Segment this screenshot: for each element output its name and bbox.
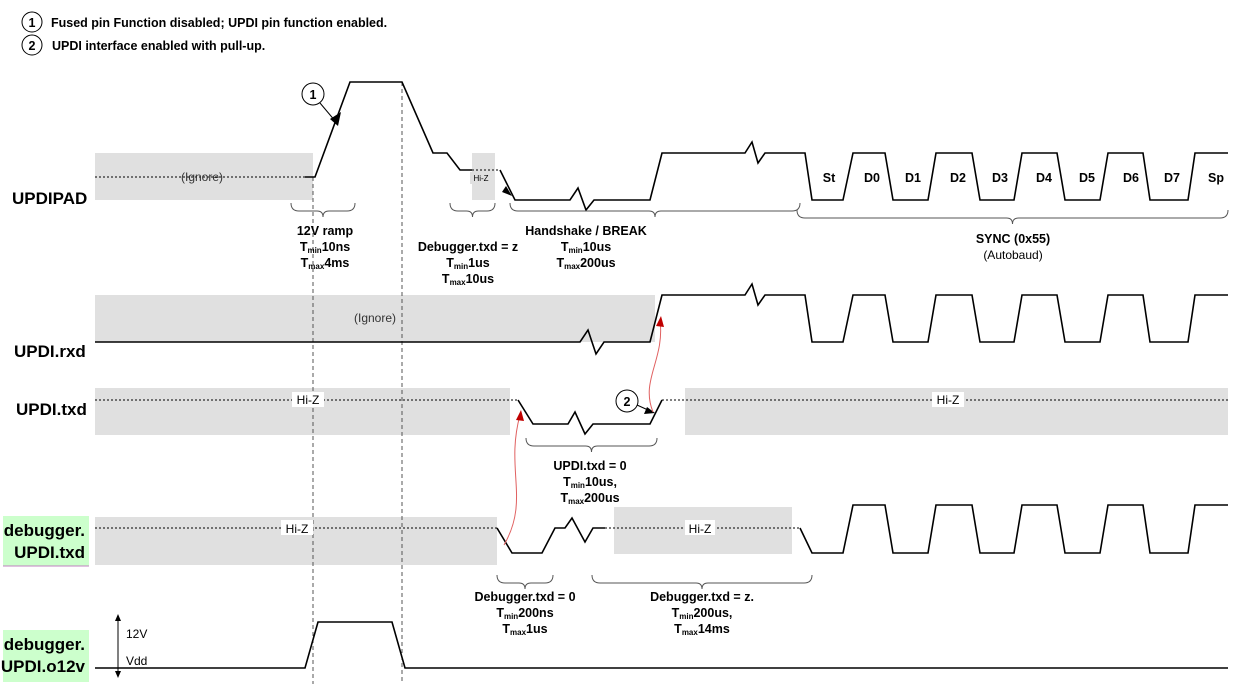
annotation-tmin: Tmin10us	[561, 240, 611, 255]
arrow-head-icon	[644, 407, 655, 414]
signal-label-rxd: UPDI.rxd	[14, 342, 86, 361]
annotation-tmax: Tmax1us	[502, 622, 547, 637]
causality-arrow-1	[503, 414, 521, 546]
annotation-title: Debugger.txd = z	[418, 240, 518, 254]
annotation-tmin: Tmin200us,	[672, 606, 733, 621]
callout-number: 1	[310, 88, 317, 102]
sync-bit-label: St	[823, 171, 836, 185]
arrow-head-icon	[330, 112, 341, 126]
label-line: UPDI.txd	[14, 543, 85, 562]
dbg-txd-waveform	[496, 516, 605, 554]
signal-label-debugger-txd: debugger. UPDI.txd	[3, 516, 89, 567]
brace	[509, 202, 801, 218]
sync-bit-label: D1	[905, 171, 921, 185]
annotation-dbg_z2: Debugger.txd = z. Tmin200us,Tmax14ms	[650, 590, 754, 637]
label-line: UPDI.o12v	[1, 657, 86, 676]
ignore-label: (Ignore)	[181, 170, 223, 184]
arrow-head-icon	[502, 186, 512, 196]
sync-bit-label: D0	[864, 171, 880, 185]
sync-bit-label: D2	[950, 171, 966, 185]
callout-1-icon	[21, 11, 43, 33]
legend-item-1: 1 Fused pin Function disabled; UPDI pin …	[21, 11, 387, 33]
hiz-label: Hi-Z	[297, 393, 320, 407]
rxd-waveform	[95, 282, 1228, 356]
hiz-label: Hi-Z	[473, 174, 488, 183]
braces	[290, 202, 1229, 590]
signal-label-updipad: UPDIPAD	[12, 189, 87, 208]
hiz-label: Hi-Z	[689, 522, 712, 536]
annotation-subtitle: (Autobaud)	[983, 248, 1042, 262]
arrow-head-icon	[516, 410, 524, 421]
sync-bit-label: D7	[1164, 171, 1180, 185]
o12v-waveform	[95, 621, 1228, 669]
annotation-tmin: Tmin200ns	[496, 606, 553, 621]
signal-label-txd: UPDI.txd	[16, 400, 87, 419]
sync-bit-label: D3	[992, 171, 1008, 185]
legend-text: Fused pin Function disabled; UPDI pin fu…	[51, 16, 387, 30]
annotation-title: SYNC (0x55)	[976, 232, 1050, 246]
annotation-title: Debugger.txd = z.	[650, 590, 754, 604]
updipad-waveform-12v	[305, 81, 472, 178]
level-12v: 12V	[126, 627, 147, 641]
legend-text: UPDI interface enabled with pull-up.	[52, 39, 265, 53]
callout-2-icon	[615, 389, 639, 413]
annotation-tmax: Tmax10us	[442, 272, 494, 287]
callout-number: 2	[29, 39, 36, 53]
hiz-label: Hi-Z	[286, 522, 309, 536]
sync-bit-label: D6	[1123, 171, 1139, 185]
txd-waveform	[517, 399, 663, 436]
brace	[796, 209, 1229, 225]
ignore-label: (Ignore)	[354, 311, 396, 325]
annotation-tmin: Tmin1us	[446, 256, 489, 271]
sync-bit-label: D5	[1079, 171, 1095, 185]
callout-2-icon	[21, 34, 43, 56]
brace	[290, 202, 356, 218]
legend-item-2: 2 UPDI interface enabled with pull-up.	[21, 34, 265, 56]
signal-label-debugger-o12v: debugger. UPDI.o12v	[1, 630, 89, 682]
sync-bit-label: D4	[1036, 171, 1052, 185]
brace	[591, 574, 813, 590]
annotation-title: Debugger.txd = 0	[474, 590, 575, 604]
callout-number: 2	[624, 395, 631, 409]
annotation-tmax: Tmax14ms	[674, 622, 730, 637]
label-line: debugger.	[4, 521, 85, 540]
annotation-updi_txd0: UPDI.txd = 0 Tmin10us,Tmax200us	[553, 459, 626, 506]
sync-bit-label: Sp	[1208, 171, 1224, 185]
annotation-title: 12V ramp	[297, 224, 354, 238]
annotation-tmax: Tmax200us	[560, 491, 619, 506]
updipad-waveform	[499, 140, 1228, 212]
brace	[525, 437, 658, 453]
brace	[496, 574, 554, 590]
dbg-txd-sync-waveform	[799, 504, 1228, 554]
annotation-tmax: Tmax200us	[556, 256, 615, 271]
annotation-title: Handshake / BREAK	[525, 224, 647, 238]
causality-arrow-2	[648, 319, 662, 413]
sync-bit-labels: St D0 D1 D2 D3 D4 D5 D6 D7 Sp	[823, 171, 1225, 185]
annotation-tmin: Tmin10ns	[300, 240, 350, 255]
label-line: debugger.	[4, 635, 85, 654]
hiz-label: Hi-Z	[937, 393, 960, 407]
annotation-sync: SYNC (0x55) (Autobaud)	[976, 232, 1050, 262]
annotation-title: UPDI.txd = 0	[553, 459, 626, 473]
brace	[449, 202, 496, 218]
callout-1-icon	[301, 82, 325, 106]
region-ignore-rxd	[95, 295, 655, 342]
callout-number: 1	[29, 16, 36, 30]
annotation-tmin: Tmin10us,	[563, 475, 617, 490]
level-vdd: Vdd	[126, 654, 147, 668]
annotation-tmax: Tmax4ms	[301, 256, 350, 271]
arrow-head-icon	[656, 316, 664, 327]
